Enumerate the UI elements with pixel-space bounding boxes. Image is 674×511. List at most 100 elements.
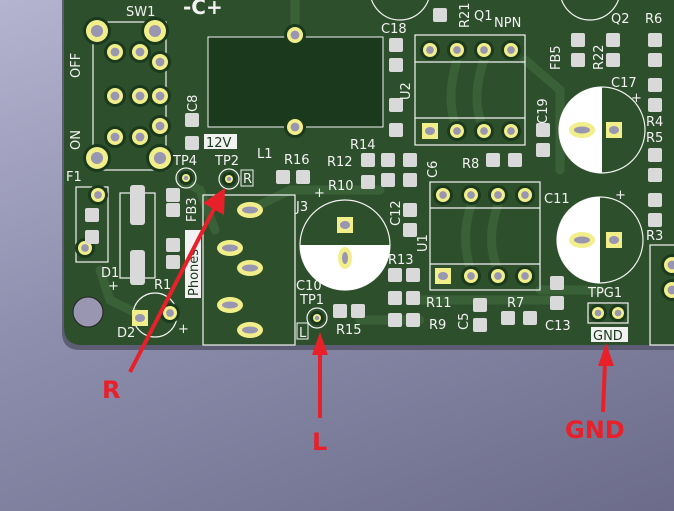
label-r1x: R1	[154, 278, 171, 293]
drill-hole	[425, 127, 435, 135]
label-d1: D1	[101, 266, 119, 281]
label-sw1: SW1	[126, 5, 155, 20]
drill-hole	[439, 191, 447, 199]
label-j3-plus: +	[314, 186, 325, 201]
smd-pad	[648, 33, 662, 47]
drill-hole	[110, 91, 120, 101]
polarity-symbol: -C+	[183, 0, 223, 19]
annotation-r: R	[102, 376, 120, 404]
label-c5: C5	[457, 313, 472, 330]
label-d2-plus: +	[178, 322, 189, 337]
smd-pad	[648, 193, 662, 207]
label-q2: Q2	[611, 12, 630, 27]
drill-hole	[183, 175, 189, 181]
smd-pad	[606, 53, 620, 67]
label-c13: C13	[545, 319, 571, 334]
smd-pad	[333, 304, 347, 318]
label-npn: NPN	[494, 16, 521, 31]
smd-pad	[351, 304, 365, 318]
annotation-l: L	[312, 428, 327, 456]
annotation-arrows	[128, 188, 614, 418]
drill-hole	[110, 47, 120, 57]
label-u2: U2	[399, 82, 414, 100]
smd-pad	[648, 53, 662, 67]
drill-hole	[494, 191, 502, 199]
smd-pad	[550, 276, 564, 290]
label-r11: R11	[426, 296, 452, 311]
smd-pad	[388, 268, 402, 282]
smd-pad	[389, 38, 403, 52]
drill-hole	[467, 191, 475, 199]
label-r13: R13	[388, 253, 414, 268]
drill-hole	[135, 314, 145, 322]
drill-hole	[135, 91, 145, 101]
smd-pad	[276, 170, 290, 184]
drill-hole	[222, 244, 238, 252]
drill-hole	[574, 126, 590, 134]
drill-hole	[480, 46, 488, 54]
drill-hole	[155, 57, 165, 67]
smd-pad	[403, 173, 417, 187]
smd-pad	[550, 296, 564, 310]
drill-hole	[135, 47, 145, 57]
drill-hole	[155, 91, 165, 101]
smd-pad	[406, 313, 420, 327]
label-j3: J3	[295, 200, 308, 215]
smd-pad	[361, 153, 375, 167]
label-c12: C12	[389, 200, 404, 226]
smd-pad	[571, 33, 585, 47]
smd-pad	[166, 255, 180, 269]
smd-pad	[403, 223, 417, 237]
label-c11-plus: +	[615, 188, 626, 203]
smd-pad	[381, 153, 395, 167]
label-r10: R10	[328, 179, 354, 194]
smd-pad	[406, 291, 420, 305]
label-tp1: TP1	[299, 293, 324, 308]
drill-hole	[480, 127, 488, 135]
label-fb5: FB5	[549, 45, 564, 70]
label-r5: R5	[646, 131, 663, 146]
drill-hole	[290, 122, 300, 132]
label-r12: R12	[327, 155, 353, 170]
drill-hole	[135, 132, 145, 142]
smd-pad	[523, 311, 537, 325]
label-r6: R6	[645, 12, 662, 27]
label-r8: R8	[462, 157, 479, 172]
drill-hole	[453, 127, 461, 135]
label-tp2: TP2	[214, 154, 239, 169]
smd-pad	[406, 268, 420, 282]
smd-pad	[296, 170, 310, 184]
smd-pad	[361, 175, 375, 189]
smd-pad	[389, 123, 403, 137]
smd-pad	[130, 185, 145, 225]
smd-pad	[433, 8, 447, 22]
smd-pad	[185, 136, 199, 150]
smd-pad	[606, 33, 620, 47]
label-gnd-box: GND	[593, 329, 623, 344]
drill-hole	[453, 46, 461, 54]
drill-hole	[314, 315, 320, 321]
smd-pad	[536, 143, 550, 157]
label-l-box: L	[299, 326, 307, 341]
label-r16: R16	[284, 153, 310, 168]
label-r7: R7	[507, 296, 524, 311]
smd-pad	[130, 250, 145, 285]
drill-hole	[90, 151, 104, 165]
label-c11: C11	[544, 192, 570, 207]
label-r-box: R	[243, 172, 252, 187]
drill-hole	[94, 191, 102, 199]
label-phones: Phones	[187, 249, 202, 296]
drill-hole	[242, 206, 258, 214]
drill-hole	[507, 127, 515, 135]
label-u1: U1	[416, 234, 431, 252]
drill-hole	[507, 46, 515, 54]
drill-hole	[467, 272, 475, 280]
smd-pad	[536, 123, 550, 137]
label-r14: R14	[350, 138, 376, 153]
smd-pad	[648, 98, 662, 112]
smd-pad	[473, 318, 487, 332]
smd-pad	[508, 153, 522, 167]
label-c19: C19	[536, 98, 551, 124]
label-l1: L1	[257, 147, 273, 162]
